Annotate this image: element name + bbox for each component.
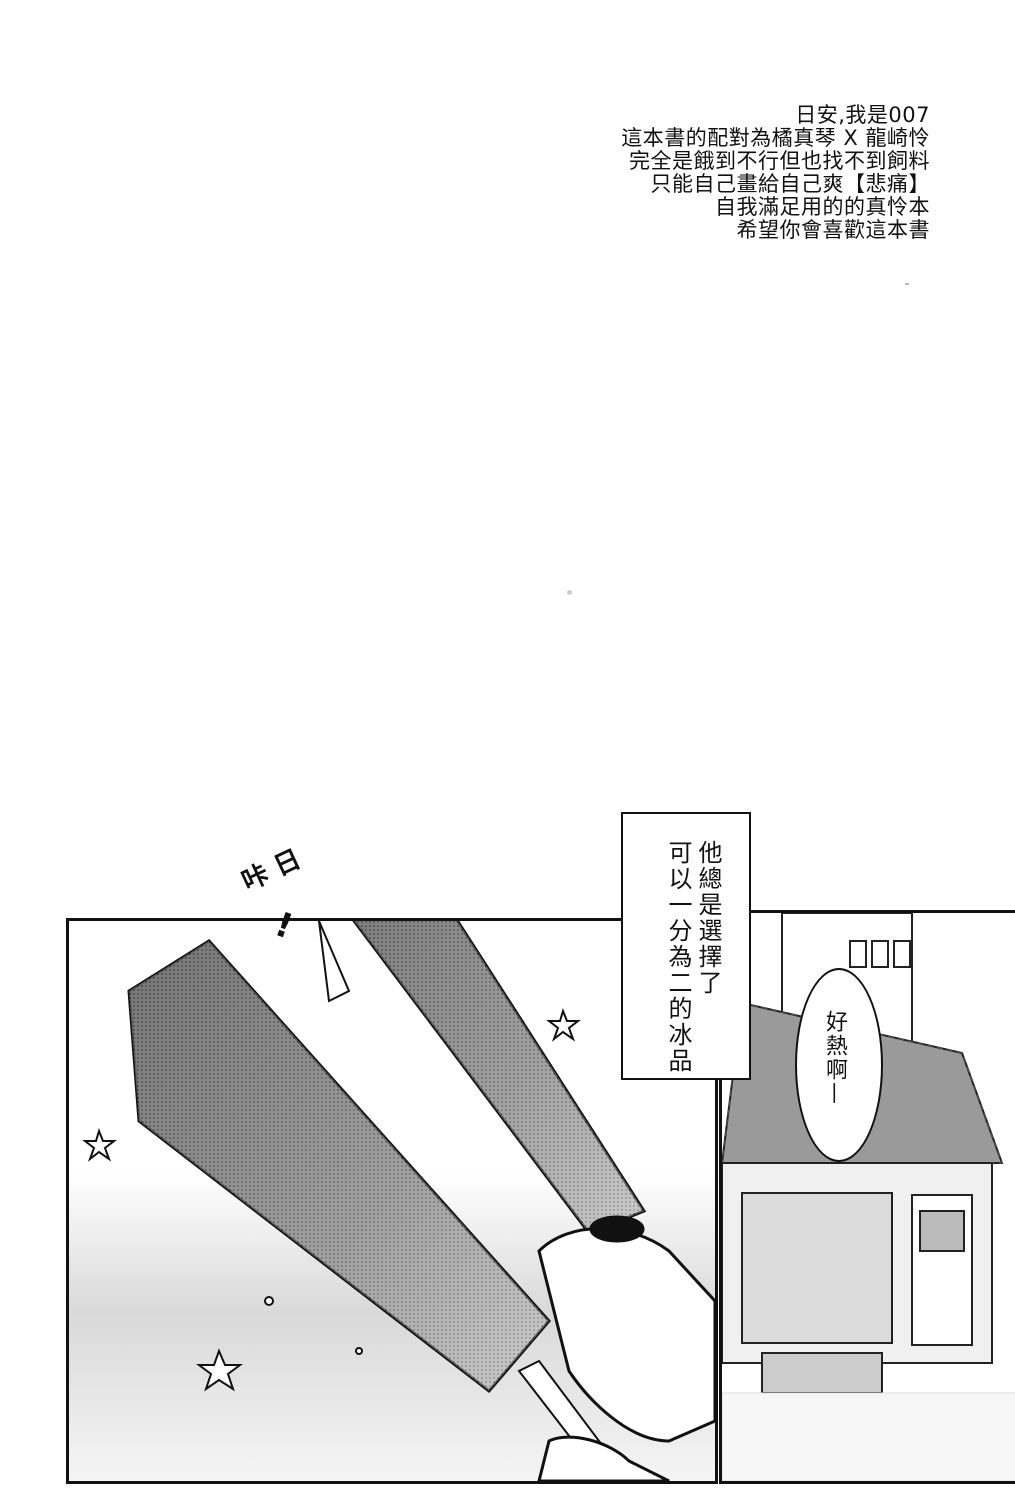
afterword-line-3: 完全是餓到不行但也找不到飼料 [629,149,930,173]
afterword-text-block: 日安,我是007 這本書的配對為橘真琴 X 龍崎怜 完全是餓到不行但也找不到飼料… [621,104,930,242]
popsicle-illustration [69,921,715,1481]
speech-text: 好熱啊— [822,1010,847,1106]
sound-effect-text: 咔 日 [237,844,306,898]
sparkle-group [82,921,581,1392]
shop-front [722,1162,993,1394]
afterword-line-4: 只能自己畫給自己爽【悲痛】 [650,172,930,196]
narration-box: 他總是選擇了 可以一分為二的冰品 [621,812,751,1080]
narration-text: 他總是選擇了 可以一分為二的冰品 [663,840,723,1074]
narration-line-1: 他總是選擇了 [694,840,722,996]
afterword-line-1: 日安,我是007 [795,103,930,127]
speech-bubble: 好熱啊— [795,968,883,1162]
page-speck [567,590,572,595]
comic-panel-popsicle [66,918,718,1484]
narration-line-2: 可以一分為二的冰品 [664,840,692,1074]
afterword-line-6: 希望你會喜歡這本書 [736,218,930,242]
afterword-line-5: 自我滿足用的的真怜本 [715,195,930,219]
page-speck [905,283,909,285]
afterword-line-2: 這本書的配對為橘真琴 X 龍崎怜 [621,126,930,150]
hand [537,1215,715,1481]
